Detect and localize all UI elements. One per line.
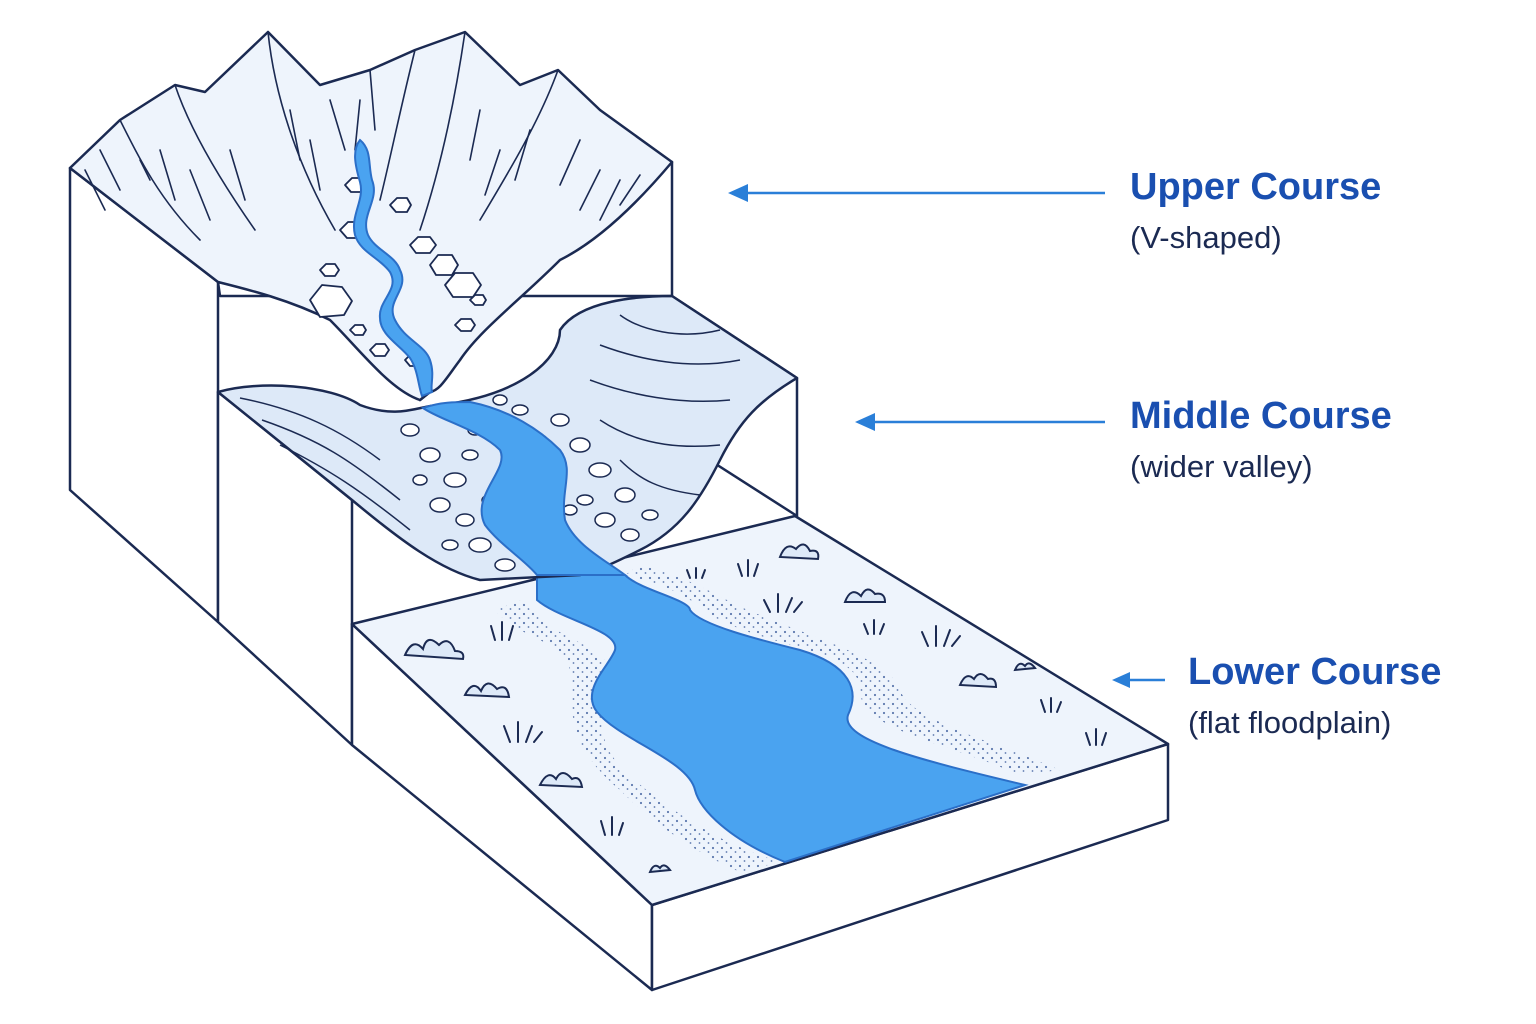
lower-course-label: Lower Course (flat floodplain) — [1112, 651, 1441, 740]
floodplain-shrubs — [403, 543, 1037, 874]
middle-pebbles — [400, 394, 659, 572]
middle-course-valley — [216, 294, 799, 582]
lower-course-floodplain — [350, 514, 1170, 907]
lower-river — [536, 574, 1029, 864]
course-labels: Upper Course (V-shaped) Middle Course (w… — [728, 166, 1441, 740]
lower-course-arrowhead — [1112, 672, 1130, 688]
lower-course-subtitle: (flat floodplain) — [1188, 705, 1391, 740]
floodplain-sand-left — [495, 600, 780, 872]
upper-river — [352, 138, 434, 398]
middle-course-title: Middle Course — [1130, 395, 1392, 437]
upper-course-subtitle: (V-shaped) — [1130, 220, 1282, 255]
upper-course-title: Upper Course — [1130, 166, 1381, 208]
upper-course-label: Upper Course (V-shaped) — [728, 166, 1381, 255]
middle-course-arrowhead — [855, 413, 875, 431]
upper-valley-surface — [68, 30, 674, 402]
middle-course-subtitle: (wider valley) — [1130, 449, 1313, 484]
floodplain-sand-right — [625, 565, 1060, 775]
floodplain-grass — [490, 559, 1107, 836]
lower-course-title: Lower Course — [1188, 651, 1441, 693]
middle-river — [420, 400, 629, 576]
middle-course-label: Middle Course (wider valley) — [855, 395, 1392, 484]
block-walls — [68, 160, 1170, 992]
middle-slope-lines — [239, 314, 741, 531]
mountain-ridges — [84, 31, 641, 241]
upper-course-arrowhead — [728, 184, 748, 202]
upper-course-mountains — [68, 30, 674, 402]
